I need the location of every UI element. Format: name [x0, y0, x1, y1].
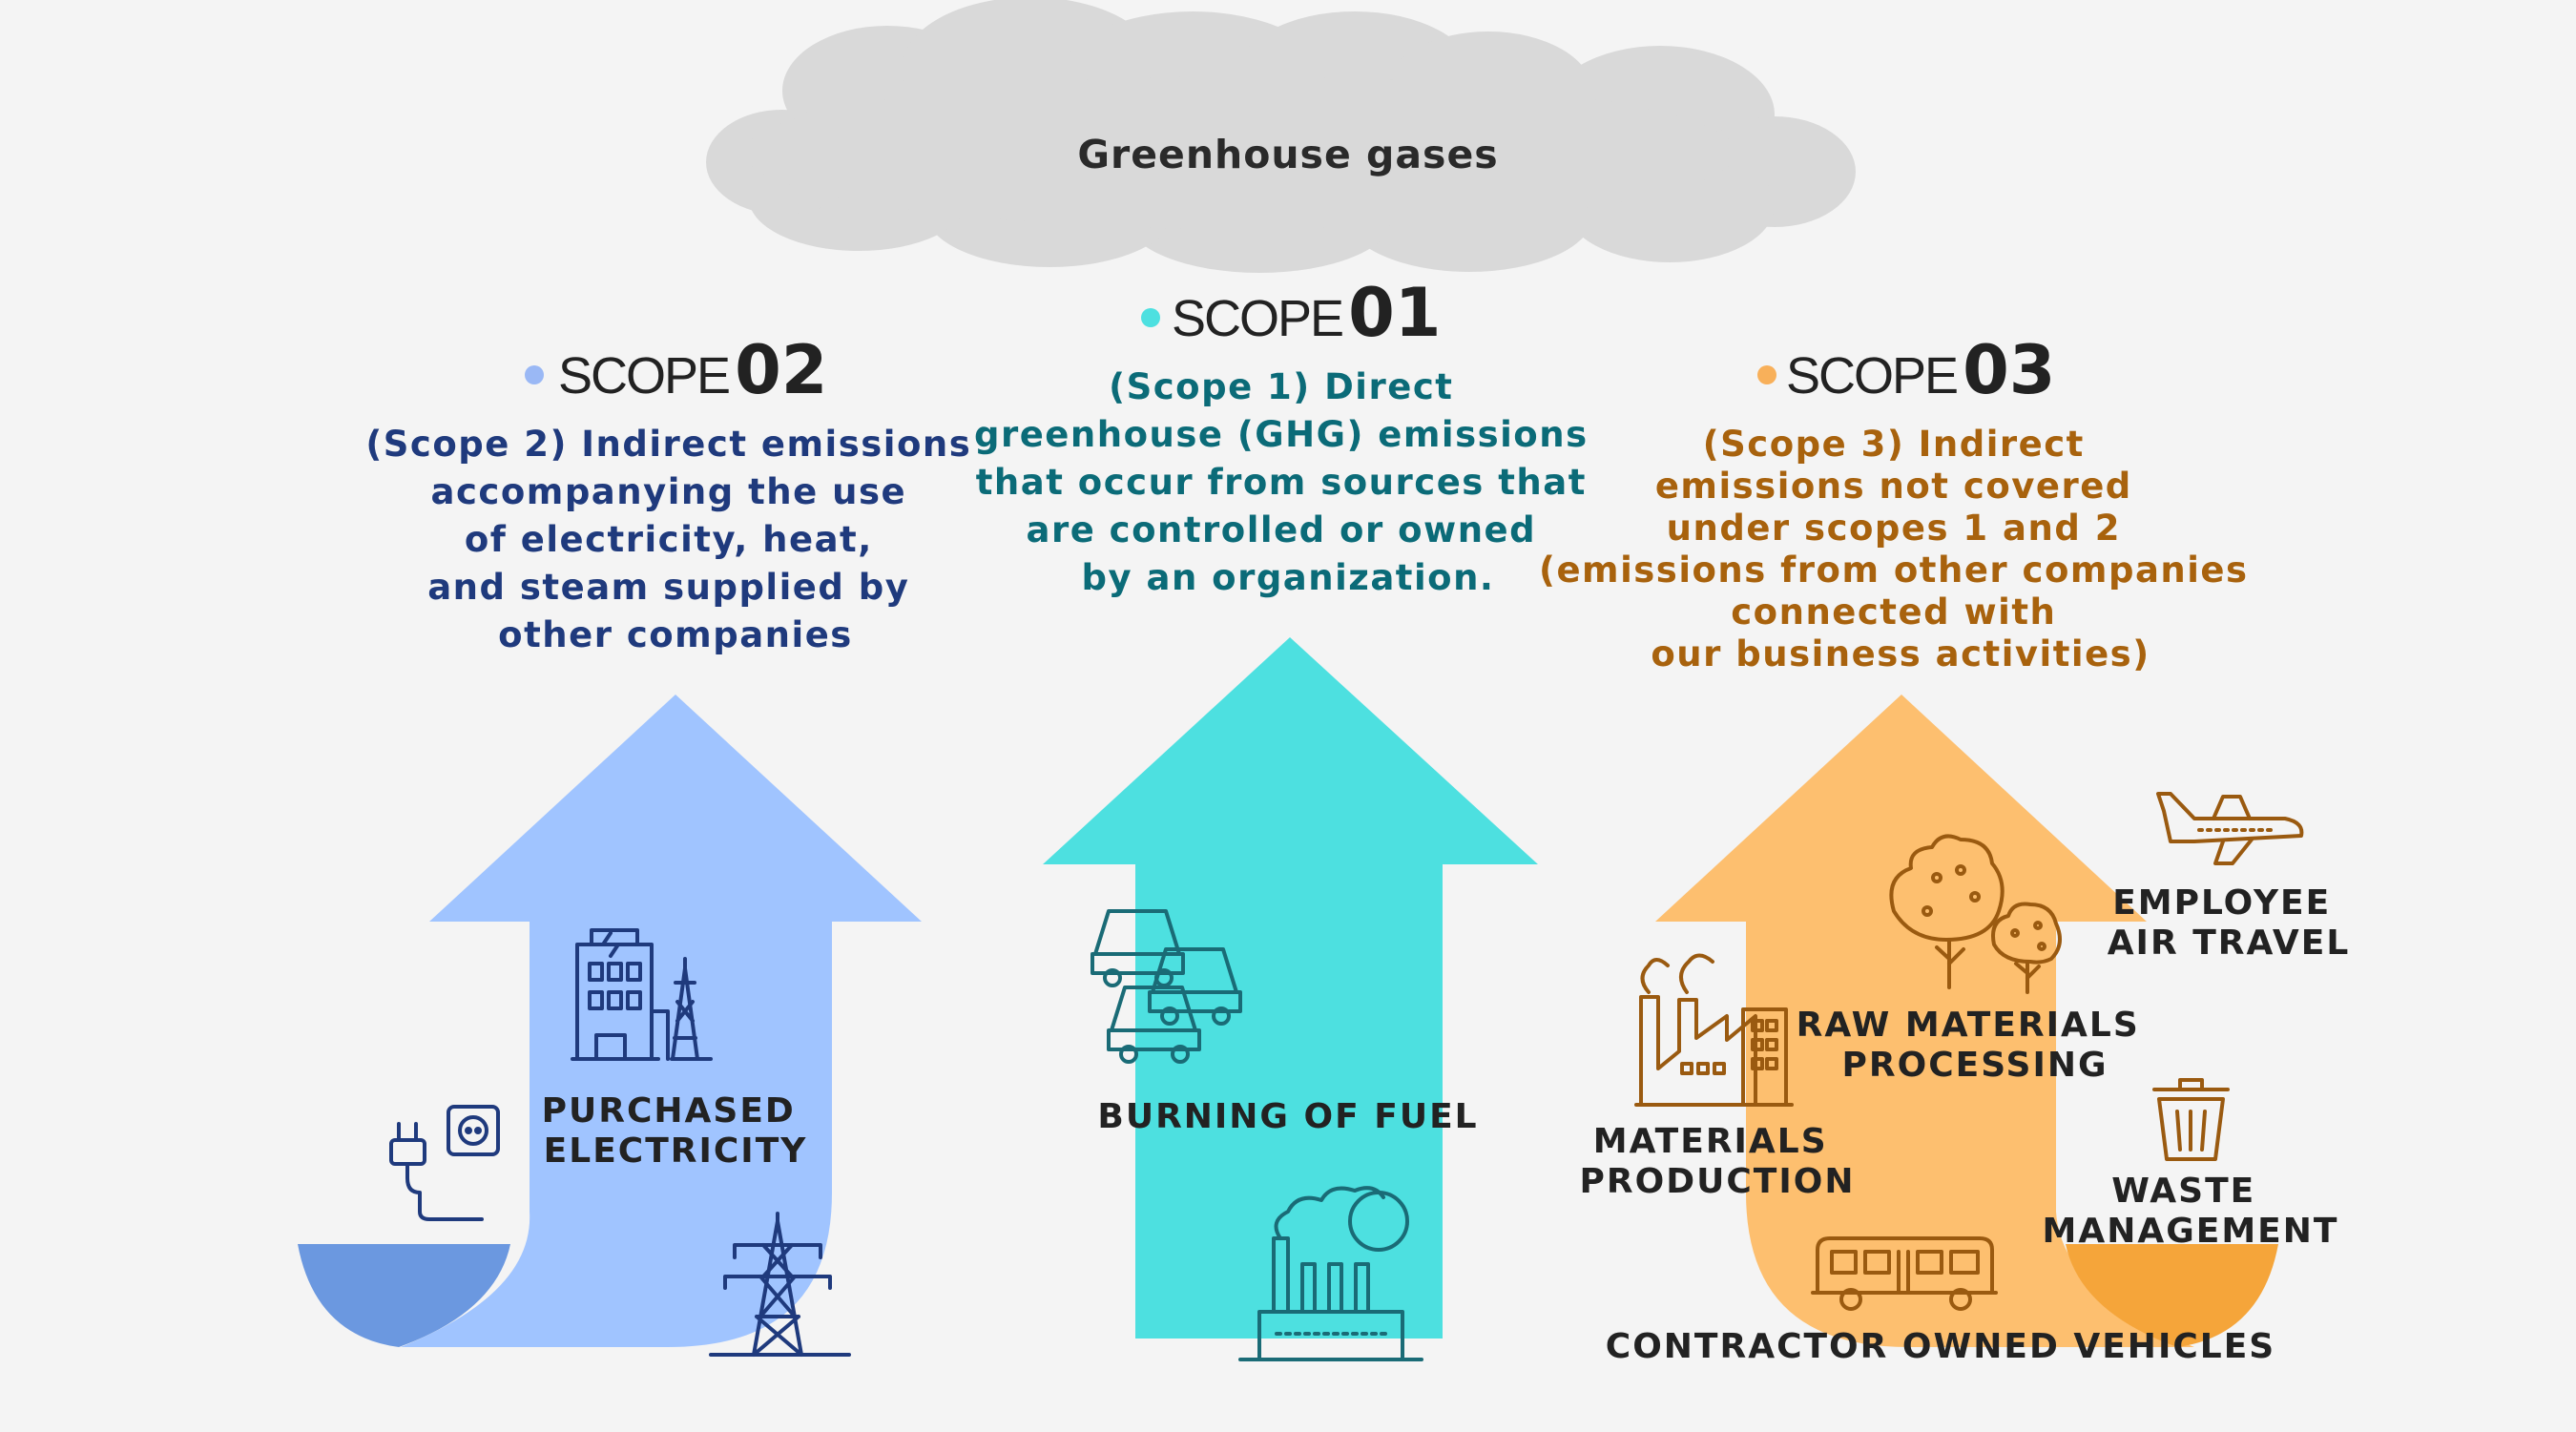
factory-icon — [1634, 953, 1794, 1107]
scope1-arrow — [1043, 637, 1538, 1339]
scope2-heading: SCOPE02 — [558, 331, 827, 409]
label-materials-production: MATERIALS PRODUCTION — [1580, 1122, 1856, 1201]
cloud-title: Greenhouse gases — [1077, 132, 1498, 177]
label-purchased-electricity: PURCHASED ELECTRICITY — [542, 1091, 810, 1171]
transmission-tower-icon — [709, 1212, 851, 1357]
scope1-number: 01 — [1348, 274, 1441, 352]
scope1-description: (Scope 1) Direct greenhouse (GHG) emissi… — [974, 366, 1602, 598]
scope3-heading: SCOPE03 — [1786, 331, 2055, 409]
label-employee-air-travel: EMPLOYEE AIR TRAVEL — [2108, 883, 2351, 963]
label-waste-management: WASTE MANAGEMENT — [2043, 1172, 2339, 1251]
scope3-arrow — [1655, 695, 2278, 1347]
greenhouse-cloud — [706, 0, 1856, 273]
trees-icon — [1889, 834, 2062, 994]
plug-socket-icon — [389, 1105, 500, 1221]
scope1-dot — [1141, 308, 1160, 327]
scope2-number: 02 — [735, 331, 827, 409]
cars-icon — [1091, 909, 1242, 1064]
airplane-icon — [2156, 792, 2304, 865]
factory-smoke-icon — [1238, 1186, 1423, 1361]
label-raw-materials-processing: RAW MATERIALS PROCESSING — [1797, 1006, 2154, 1085]
scope1-heading: SCOPE01 — [1172, 274, 1441, 352]
scope3-number: 03 — [1963, 331, 2055, 409]
power-building-icon — [571, 928, 713, 1061]
scope2-arrow — [298, 695, 922, 1347]
scope3-word: SCOPE — [1786, 347, 1957, 405]
vehicle-icon — [1811, 1236, 1998, 1311]
scope3-description: (Scope 3) Indirect emissions not covered… — [1539, 424, 2262, 674]
trash-can-icon — [2152, 1078, 2230, 1161]
scope1-word: SCOPE — [1172, 290, 1342, 347]
label-contractor-owned-vehicles: CONTRACTOR OWNED VEHICLES — [1606, 1327, 2275, 1366]
scope2-word: SCOPE — [558, 347, 729, 405]
scope3-dot — [1757, 365, 1776, 384]
label-burning-of-fuel: BURNING OF FUEL — [1097, 1097, 1478, 1136]
scope2-description: (Scope 2) Indirect emissions accompanyin… — [365, 424, 985, 655]
scope2-dot — [525, 365, 544, 384]
